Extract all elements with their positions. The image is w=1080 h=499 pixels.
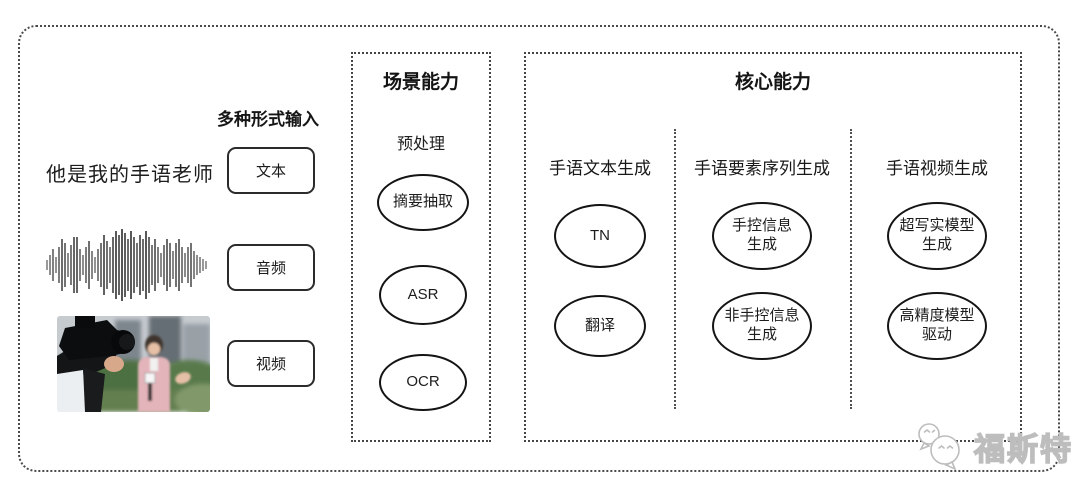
node-asr: ASR	[379, 265, 467, 325]
input-type-label: 音频	[255, 260, 286, 277]
input-type-box-text: 文本	[227, 147, 315, 194]
reporter-photo-illustration	[57, 316, 210, 412]
text-input-example: 他是我的手语老师	[46, 164, 214, 186]
node-hyperrealistic-model-generation: 超写实模型 生成	[887, 202, 987, 270]
node-label: 超写实模型	[899, 217, 975, 235]
watermark-text: 福斯特	[973, 431, 1073, 467]
node-label: 高精度模型	[899, 307, 975, 325]
node-non-manual-info-generation: 非手控信息 生成	[712, 292, 812, 360]
node-label: 驱动	[921, 326, 952, 343]
chat-faces-icon	[918, 423, 960, 471]
column-header-sign-text: 手语文本生成	[549, 159, 651, 178]
node-ocr: OCR	[379, 354, 467, 411]
column-header-sign-elements: 手语要素序列生成	[694, 159, 830, 178]
outer-dotted-border	[18, 25, 1060, 472]
node-label: OCR	[406, 373, 440, 391]
node-summary-extraction: 摘要抽取	[377, 174, 469, 231]
node-label: 生成	[746, 326, 777, 343]
node-label: 手控信息	[731, 217, 792, 235]
column-divider	[850, 129, 852, 409]
node-tn: TN	[554, 204, 646, 268]
input-type-box-video: 视频	[227, 340, 315, 387]
audio-waveform-graphic	[46, 229, 207, 301]
column-divider	[674, 129, 676, 409]
column-header-sign-video: 手语视频生成	[886, 159, 988, 178]
watermark: 福斯特	[912, 420, 1073, 472]
core-section-title: 核心能力	[734, 72, 811, 93]
node-manual-info-generation: 手控信息 生成	[712, 202, 812, 270]
input-type-box-audio: 音频	[227, 244, 315, 291]
node-high-precision-model-driving: 高精度模型 驱动	[887, 292, 987, 360]
node-label: 生成	[746, 236, 777, 253]
node-translation: 翻译	[554, 295, 646, 357]
node-label: 非手控信息	[724, 307, 800, 325]
input-section-label: 多种形式输入	[217, 110, 319, 129]
scene-section-title: 场景能力	[382, 72, 459, 93]
node-label: TN	[590, 226, 610, 244]
node-label: ASR	[407, 285, 439, 303]
video-input-photo	[57, 316, 210, 412]
preprocessing-label: 预处理	[396, 136, 445, 153]
core-capability-box: 核心能力 手语文本生成 手语要素序列生成 手语视频生成 TN 翻译 手控信息 生…	[524, 52, 1022, 442]
input-type-label: 文本	[255, 163, 286, 180]
node-label: 翻译	[584, 316, 615, 334]
scene-capability-box: 场景能力 预处理 摘要抽取 ASR OCR	[351, 52, 491, 442]
input-type-label: 视频	[255, 356, 286, 373]
node-label: 摘要抽取	[392, 193, 453, 211]
node-label: 生成	[921, 236, 952, 253]
